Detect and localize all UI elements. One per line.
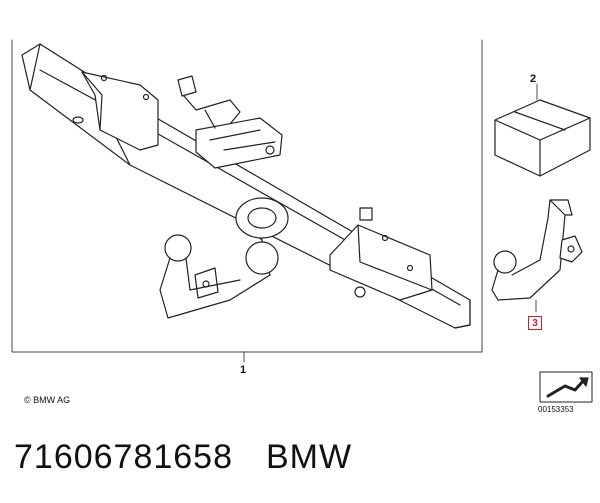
right-bracket: [329, 207, 433, 301]
item-3-hitch: [491, 199, 583, 313]
callout-item-1: 1: [240, 364, 247, 376]
left-bracket: [81, 71, 159, 151]
parts-diagram: [11, 39, 593, 403]
hitch-ball-assembly: [159, 197, 289, 319]
callout-item-2: 2: [530, 73, 537, 85]
diagram-number: 00153353: [538, 405, 574, 414]
item-2-box: [494, 83, 591, 177]
brand-name: BMW: [266, 438, 353, 476]
copyright-notice: © BMW AG: [24, 395, 71, 405]
callout-item-3-highlighted: 3: [528, 316, 542, 330]
assembly-frame: [11, 39, 483, 353]
wiring-module: [177, 75, 283, 169]
diagram-number-icon: [539, 371, 593, 403]
part-number: 71606781658: [14, 438, 234, 476]
